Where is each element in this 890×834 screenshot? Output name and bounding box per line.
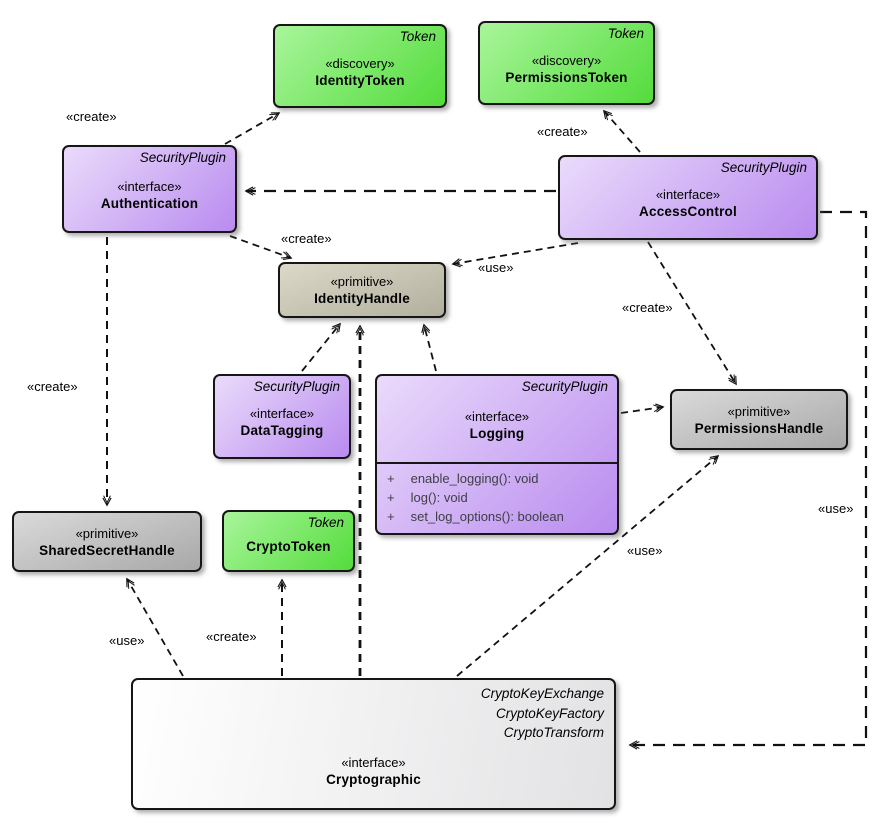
class-cryptographic[interactable]: CryptoKeyExchange CryptoKeyFactory Crypt… (131, 678, 616, 810)
stereotype-label: «primitive» (330, 274, 394, 289)
method-signature: set_log_options(): boolean (410, 509, 564, 524)
stereotype-label: «interface» (249, 406, 315, 422)
edge-label-create: «create» (27, 379, 78, 394)
stereotype-label: «discovery» (531, 52, 602, 68)
edge-datatagging-to-identityhandle (301, 324, 340, 372)
method-visibility: + (387, 509, 395, 524)
stereotype-label: «interface» (117, 178, 182, 194)
class-name: PermissionsHandle (694, 420, 824, 436)
class-name: DataTagging (240, 423, 324, 439)
class-name: Cryptographic (326, 772, 421, 788)
stereotype-label: «interface» (655, 187, 721, 203)
class-identity-handle[interactable]: «primitive» IdentityHandle (278, 262, 446, 318)
method-signature: enable_logging(): void (410, 471, 539, 486)
edge-logging-to-permissionshandle (620, 407, 663, 414)
classifier-type-label: Token (307, 515, 344, 530)
class-crypto-token[interactable]: Token CryptoToken (222, 510, 355, 572)
classifier-type-label: SecurityPlugin (521, 379, 608, 394)
method-row: + set_log_options(): boolean (387, 509, 609, 524)
stereotype-label: «interface» (464, 408, 530, 424)
class-logging[interactable]: SecurityPlugin «interface» Logging + ena… (375, 374, 619, 535)
edge-label-create: «create» (206, 629, 257, 644)
edge-accesscontrol-use-identityhandle (453, 242, 579, 264)
edge-label-use: «use» (818, 501, 854, 516)
edge-label-use: «use» (478, 260, 514, 275)
method-row: + log(): void (387, 490, 609, 505)
method-visibility: + (387, 490, 395, 505)
classifier-type-label: Token (607, 26, 644, 41)
class-name: PermissionsToken (505, 69, 628, 85)
class-identity-token[interactable]: Token «discovery» IdentityToken (273, 24, 447, 108)
edge-label-create: «create» (622, 300, 673, 315)
class-name: AccessControl (639, 204, 737, 220)
classifier-type-label: CryptoKeyFactory (495, 705, 604, 721)
stereotype-label: «primitive» (75, 525, 139, 541)
edge-cryptographic-use-sharedsecrethandle (126, 579, 184, 677)
methods-compartment: + enable_logging(): void + log(): void +… (377, 462, 617, 533)
class-data-tagging[interactable]: SecurityPlugin «interface» DataTagging (213, 374, 351, 459)
stereotype-label: «discovery» (325, 55, 395, 71)
classifier-type-label: SecurityPlugin (139, 150, 226, 165)
stereotype-label: «interface» (341, 755, 406, 771)
class-name: IdentityToken (315, 72, 405, 88)
class-name: Logging (469, 425, 525, 441)
method-signature: log(): void (410, 490, 468, 505)
edge-accesscontrol-use-cryptographic (630, 210, 868, 745)
method-visibility: + (387, 471, 395, 486)
edge-label-create: «create» (537, 124, 588, 139)
method-row: + enable_logging(): void (387, 471, 609, 486)
class-permissions-handle[interactable]: «primitive» PermissionsHandle (670, 389, 848, 450)
classifier-type-label: SecurityPlugin (720, 160, 807, 175)
classifier-type-label: Token (399, 29, 436, 44)
edge-authentication-create-identitytoken (224, 112, 279, 145)
class-name: IdentityHandle (314, 291, 410, 306)
edge-label-create: «create» (281, 231, 332, 246)
class-name: Authentication (100, 195, 199, 211)
edge-logging-to-identityhandle (424, 325, 437, 372)
edge-label-create: «create» (66, 109, 117, 124)
class-name: SharedSecretHandle (39, 542, 175, 558)
edge-label-use: «use» (109, 633, 145, 648)
classifier-type-stack: CryptoKeyExchange CryptoKeyFactory Crypt… (133, 680, 614, 743)
class-authentication[interactable]: SecurityPlugin «interface» Authenticatio… (62, 145, 237, 233)
class-shared-secret-handle[interactable]: «primitive» SharedSecretHandle (12, 511, 202, 572)
classifier-type-label: CryptoKeyExchange (480, 686, 604, 701)
class-permissions-token[interactable]: Token «discovery» PermissionsToken (478, 21, 655, 105)
edge-label-use: «use» (627, 543, 663, 558)
stereotype-label: «primitive» (727, 403, 791, 419)
classifier-type-label: CryptoTransform (503, 725, 604, 741)
classifier-type-label: SecurityPlugin (253, 379, 340, 394)
class-name: CryptoToken (246, 539, 331, 555)
edge-accesscontrol-create-permissionstoken (604, 111, 641, 153)
class-access-control[interactable]: SecurityPlugin «interface» AccessControl (558, 155, 818, 240)
